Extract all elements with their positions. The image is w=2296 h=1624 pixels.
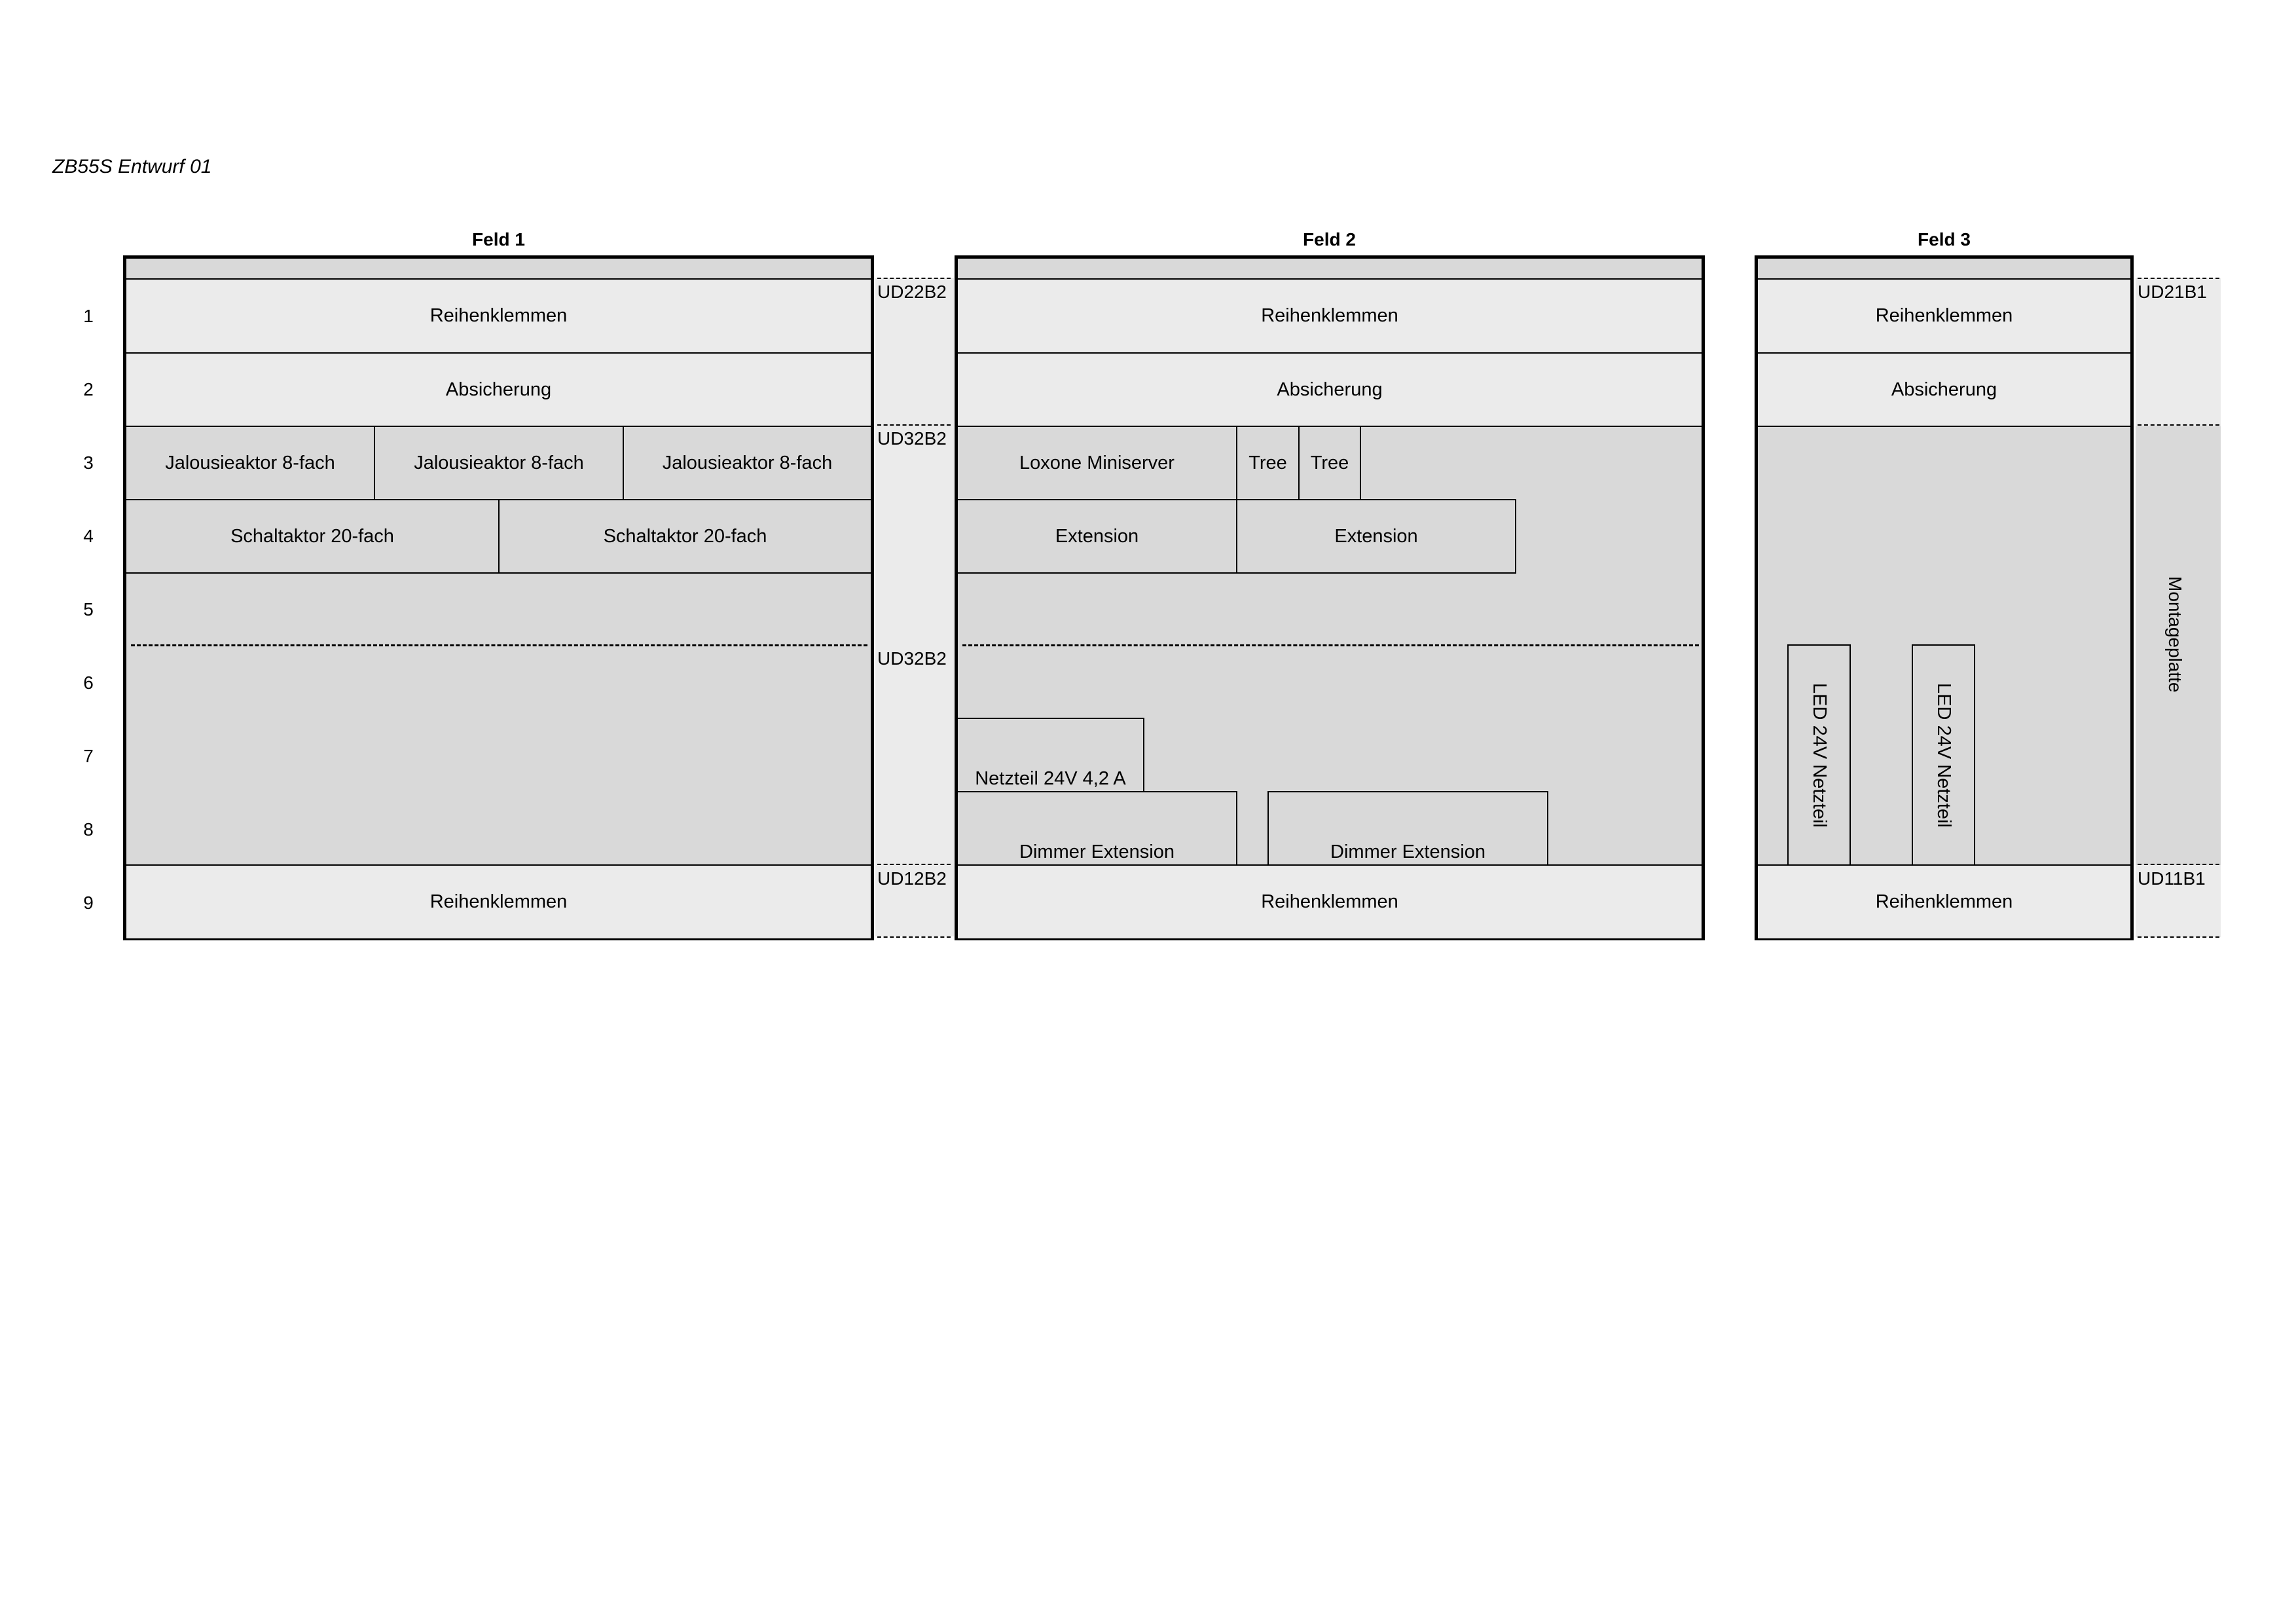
field-2-netzteil: Netzteil 24V 4,2 A [957, 718, 1144, 792]
field-2-reihenklemmen-top: Reihenklemmen [957, 278, 1703, 354]
right-strip-bottom [2136, 865, 2221, 937]
row-number: 4 [83, 526, 94, 546]
field-2-reihenklemmen-bottom: Reihenklemmen [957, 864, 1703, 938]
row-number: 2 [83, 379, 94, 399]
field-2-tree-1: Tree [1236, 426, 1300, 500]
field-3-led-netzteil-1: LED 24V Netzteil [1787, 644, 1851, 866]
gap-strip-1-2 [875, 278, 954, 936]
label-ud32b2-upper: UD32B2 [877, 428, 947, 449]
right-strip-divider [2138, 278, 2219, 279]
label-ud12b2: UD12B2 [877, 868, 947, 889]
label-ud21b1: UD21B1 [2138, 282, 2207, 302]
row-number: 9 [83, 893, 94, 913]
field-2-tree-2: Tree [1298, 426, 1361, 500]
field-1-divider [131, 644, 867, 646]
field-2-dimmer-extension-1: Dimmer Extension [957, 791, 1237, 866]
row-number: 3 [83, 452, 94, 473]
label-ud11b1: UD11B1 [2138, 868, 2206, 889]
field-2-extension-1: Extension [957, 499, 1237, 574]
field-3-reihenklemmen-top: Reihenklemmen [1757, 278, 2132, 354]
right-strip-montageplatte [2136, 426, 2221, 865]
row-number: 8 [83, 819, 94, 840]
gap-divider [877, 278, 951, 279]
row-number: 7 [83, 746, 94, 766]
right-strip-divider [2138, 864, 2219, 865]
montageplatte-label: Montageplatte [2165, 576, 2185, 693]
field-1-jalousieaktor-2: Jalousieaktor 8-fach [374, 426, 624, 500]
field-2-divider [962, 644, 1699, 646]
field-1-schaltaktor-2: Schaltaktor 20-fach [498, 499, 872, 574]
row-number-column: 1 2 3 4 5 6 7 8 9 [75, 280, 101, 940]
field-1-jalousieaktor-3: Jalousieaktor 8-fach [623, 426, 872, 500]
field-1-title: Feld 1 [472, 229, 525, 249]
right-strip-divider [2138, 936, 2219, 938]
field-2-absicherung: Absicherung [957, 352, 1703, 427]
field-2-dimmer-extension-2: Dimmer Extension [1267, 791, 1548, 866]
row-number: 5 [83, 599, 94, 619]
field-3-led-netzteil-2: LED 24V Netzteil [1912, 644, 1975, 866]
field-3-absicherung: Absicherung [1757, 352, 2132, 427]
field-1-reihenklemmen-top: Reihenklemmen [125, 278, 872, 354]
right-strip-divider [2138, 424, 2219, 426]
field-2-extension-2: Extension [1236, 499, 1516, 574]
field-1-absicherung: Absicherung [125, 352, 872, 427]
right-strip-top [2136, 278, 2221, 426]
label-ud32b2-lower: UD32B2 [877, 648, 947, 669]
document-title: ZB55S Entwurf 01 [52, 156, 212, 177]
gap-divider [877, 424, 951, 426]
field-2-loxone-miniserver: Loxone Miniserver [957, 426, 1237, 500]
gap-divider [877, 936, 951, 938]
gap-divider [877, 864, 951, 865]
label-ud22b2: UD22B2 [877, 282, 947, 302]
row-number: 1 [83, 306, 94, 326]
row-number: 6 [83, 673, 94, 693]
field-1-schaltaktor-1: Schaltaktor 20-fach [125, 499, 500, 574]
field-3-title: Feld 3 [1918, 229, 1971, 249]
field-3-reihenklemmen-bottom: Reihenklemmen [1757, 864, 2132, 938]
field-1-jalousieaktor-1: Jalousieaktor 8-fach [125, 426, 375, 500]
field-2-title: Feld 2 [1303, 229, 1356, 249]
field-1-reihenklemmen-bottom: Reihenklemmen [125, 864, 872, 938]
